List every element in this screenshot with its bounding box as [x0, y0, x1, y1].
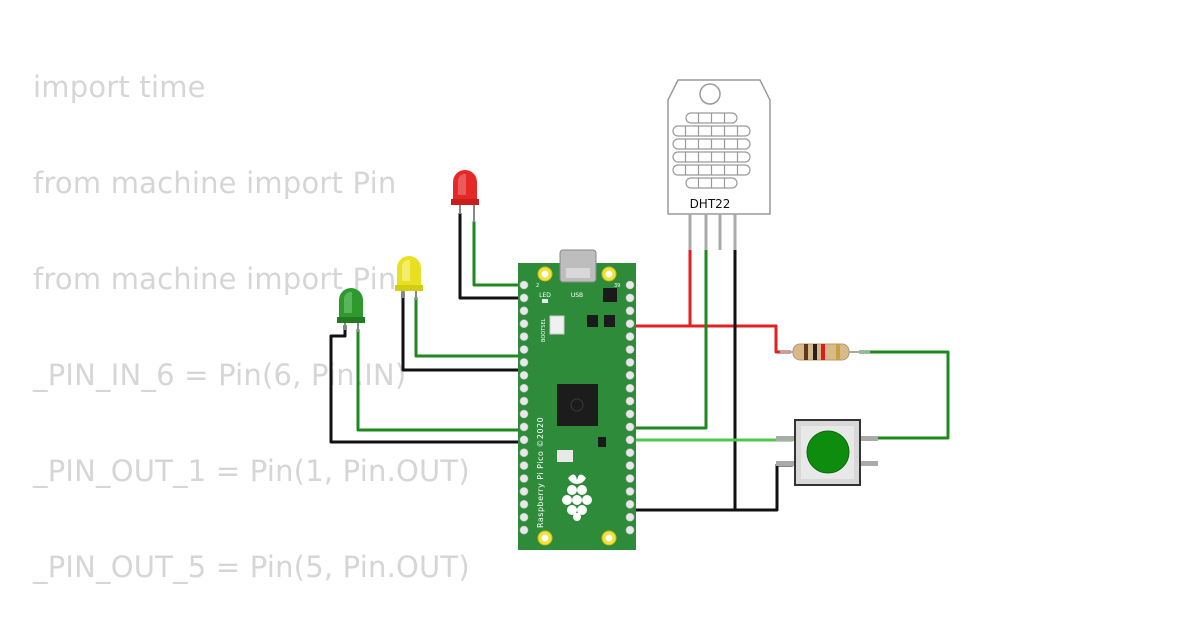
code-line-6: _PIN_OUT_5 = Pin(5, Pin.OUT) [33, 550, 470, 584]
wire-yellow-led-cathode [401, 290, 529, 372]
pico-pin[interactable] [625, 345, 635, 354]
wire-dht-gnd [625, 248, 737, 512]
wire-dht-vcc [625, 248, 692, 328]
pico-pin[interactable] [625, 370, 635, 380]
pico-pin[interactable] [625, 499, 635, 509]
pico-pin[interactable] [519, 487, 529, 496]
pico-pin[interactable] [519, 358, 529, 367]
push-button[interactable] [776, 419, 878, 486]
code-line-3: from machine import Pin [33, 262, 397, 296]
rp2040-chip [557, 384, 598, 426]
pico-pin[interactable] [519, 512, 529, 522]
wire-resistor-button [858, 350, 950, 440]
pico-right-pins [625, 280, 635, 535]
usb-label: USB [571, 292, 583, 299]
wire-dht-data [625, 248, 708, 430]
wire-red-led-cathode [458, 212, 529, 300]
pico-pin[interactable] [625, 512, 635, 522]
bootsel-label: BOOTSEL [541, 318, 547, 342]
pico-pin[interactable] [625, 474, 635, 483]
pico-pin[interactable] [625, 358, 635, 367]
pico-pin[interactable] [625, 422, 635, 432]
pico-pin[interactable] [519, 293, 529, 303]
code-line-2: from machine import Pin [33, 166, 397, 200]
pin-label-39: 39 [614, 283, 620, 289]
pico-pin[interactable] [519, 280, 529, 290]
raspberry-logo [562, 474, 592, 521]
pico-pin[interactable] [519, 332, 529, 341]
wire-dht-vcc-resistor [625, 324, 792, 354]
dht-mount-hole [699, 83, 721, 105]
pico-pin[interactable] [625, 319, 635, 329]
pico-pin[interactable] [625, 293, 635, 303]
led-yellow[interactable] [395, 256, 423, 300]
pico-pin[interactable] [519, 422, 529, 432]
pico-pin[interactable] [625, 461, 635, 470]
pico-pin[interactable] [625, 448, 635, 458]
pico-pin[interactable] [625, 409, 635, 419]
resistor[interactable] [780, 343, 870, 361]
dht-vent-grid [672, 112, 751, 189]
pico-pin[interactable] [519, 396, 529, 406]
pico-pin[interactable] [625, 525, 635, 535]
pico-left-pins [519, 280, 529, 535]
pico-pin[interactable] [625, 435, 635, 445]
onboard-led [542, 299, 548, 303]
pico-pin[interactable] [519, 499, 529, 509]
dht22-label: DHT22 [690, 197, 731, 211]
pico-pin[interactable] [625, 487, 635, 496]
wire-yellow-led-anode [414, 296, 529, 358]
dht22-sensor[interactable]: DHT22 [667, 79, 771, 250]
code-line-1: import time [33, 70, 206, 104]
pico-pin[interactable] [519, 435, 529, 445]
wires [329, 212, 950, 512]
wire-button-gnd [733, 463, 794, 512]
pico-pin[interactable] [519, 409, 529, 419]
pico-silkscreen: Raspberry Pi Pico ©2020 [536, 417, 545, 528]
button-cap [806, 430, 850, 474]
pico-pin[interactable] [519, 306, 529, 316]
wire-green-led-anode [356, 328, 529, 432]
pico-pin[interactable] [519, 383, 529, 393]
pico-pin[interactable] [519, 319, 529, 329]
pico-board: USB LED 2 39 BOOTSEL Raspberry Pi Pico ©… [518, 249, 636, 550]
pico-pin[interactable] [519, 474, 529, 483]
pico-pin[interactable] [519, 448, 529, 458]
pico-pin[interactable] [519, 345, 529, 354]
pin-label-2: 2 [536, 283, 539, 289]
pico-pin[interactable] [625, 280, 635, 290]
pico-pin[interactable] [625, 306, 635, 316]
pico-pin[interactable] [519, 370, 529, 380]
led-green[interactable] [337, 288, 365, 332]
code-line-5: _PIN_OUT_1 = Pin(1, Pin.OUT) [33, 454, 470, 488]
pico-pin[interactable] [519, 525, 529, 535]
wire-green-led-cathode [329, 324, 529, 444]
led-label: LED [539, 292, 551, 299]
bootsel-button [549, 315, 565, 335]
pico-pin[interactable] [625, 332, 635, 341]
pico-pin[interactable] [625, 383, 635, 393]
pico-pin[interactable] [519, 461, 529, 470]
pico-pin[interactable] [625, 396, 635, 406]
wire-red-led-anode [472, 220, 529, 287]
led-red[interactable] [451, 170, 479, 222]
